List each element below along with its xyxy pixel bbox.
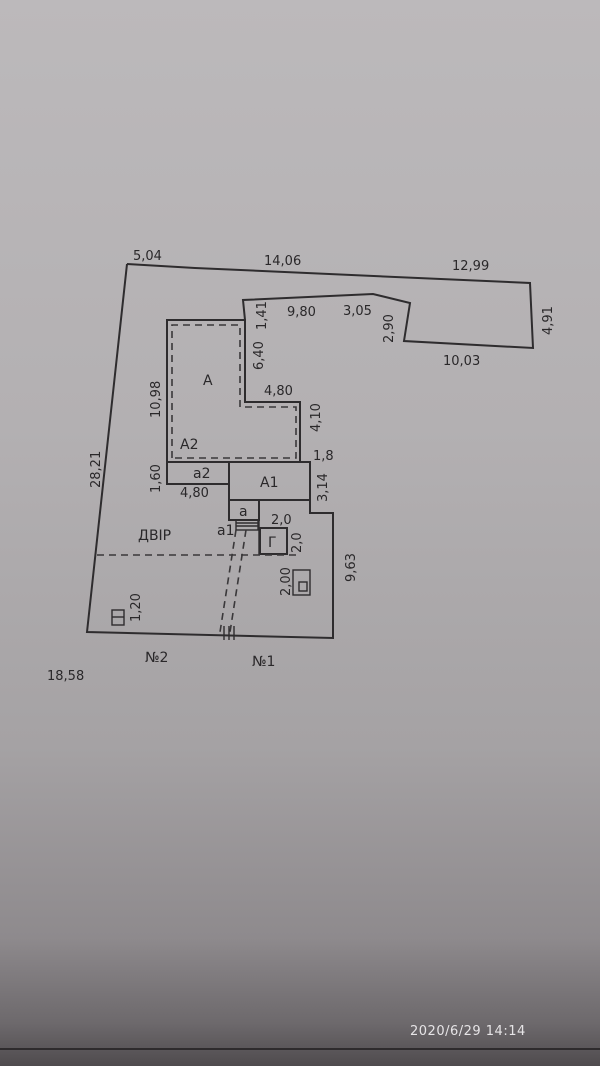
- room-label-a: А: [203, 373, 213, 389]
- pipe-line-1: [219, 529, 237, 633]
- boundary-tick: [223, 626, 235, 640]
- dim-house-left: 10,98: [149, 381, 164, 418]
- dim-a1-right: 3,14: [316, 473, 331, 502]
- room-label-a2: А2: [180, 437, 198, 453]
- dim-bottom-right: 10,03: [443, 354, 480, 369]
- dim-inner-right: 3,05: [343, 304, 372, 319]
- dim-a1-small: 1,8: [313, 449, 334, 464]
- dim-inner-top: 9,80: [287, 305, 316, 320]
- dim-bottom: 18,58: [47, 669, 84, 684]
- dim-top-left: 5,04: [133, 249, 162, 264]
- dim-house-right-upper: 6,40: [252, 341, 267, 370]
- dim-notch: 2,90: [382, 314, 397, 343]
- dim-shed: 2,00: [279, 567, 294, 596]
- room-label-yard: ДВІР: [138, 528, 171, 544]
- dim-inner-step: 1,41: [255, 301, 270, 330]
- dim-top-mid: 14,06: [264, 254, 301, 269]
- house-a-inner-dashed: [171, 324, 297, 459]
- photo-timestamp: 2020/6/29 14:14: [410, 1024, 526, 1039]
- dim-house-step: 4,80: [264, 384, 293, 399]
- dim-left-boundary: 28,21: [89, 451, 104, 488]
- room-label-a2-small: а2: [193, 466, 211, 482]
- dim-house-right-lower: 4,10: [309, 403, 324, 432]
- dim-top-right: 12,99: [452, 259, 489, 274]
- room-label-a1: А1: [260, 475, 278, 491]
- room-label-a1-porch: а1: [217, 523, 235, 539]
- dim-right: 4,91: [541, 306, 556, 335]
- dim-a2-height: 1,60: [149, 464, 164, 493]
- paper-edge: [0, 1048, 600, 1050]
- room-a1: [228, 461, 311, 501]
- room-label-garage: Г: [268, 535, 277, 551]
- dim-garage-width: 2,0: [271, 513, 292, 528]
- lot-label-1: №1: [252, 654, 275, 670]
- dim-garage-height: 2,0: [290, 532, 305, 553]
- stairs-a1: [235, 519, 259, 531]
- pipe-line-2: [229, 529, 247, 633]
- dim-a2-width: 4,80: [180, 486, 209, 501]
- dim-right-lower: 9,63: [344, 553, 359, 582]
- dim-toilet: 1,20: [129, 593, 144, 622]
- lot-boundary: [126, 263, 535, 350]
- lot-label-2: №2: [145, 650, 168, 666]
- lot-boundary-left: [85, 263, 334, 640]
- room-label-a-porch: а: [239, 504, 248, 520]
- garage: [259, 527, 288, 555]
- toilet-icon: [111, 609, 125, 626]
- shed-icon: [292, 569, 311, 596]
